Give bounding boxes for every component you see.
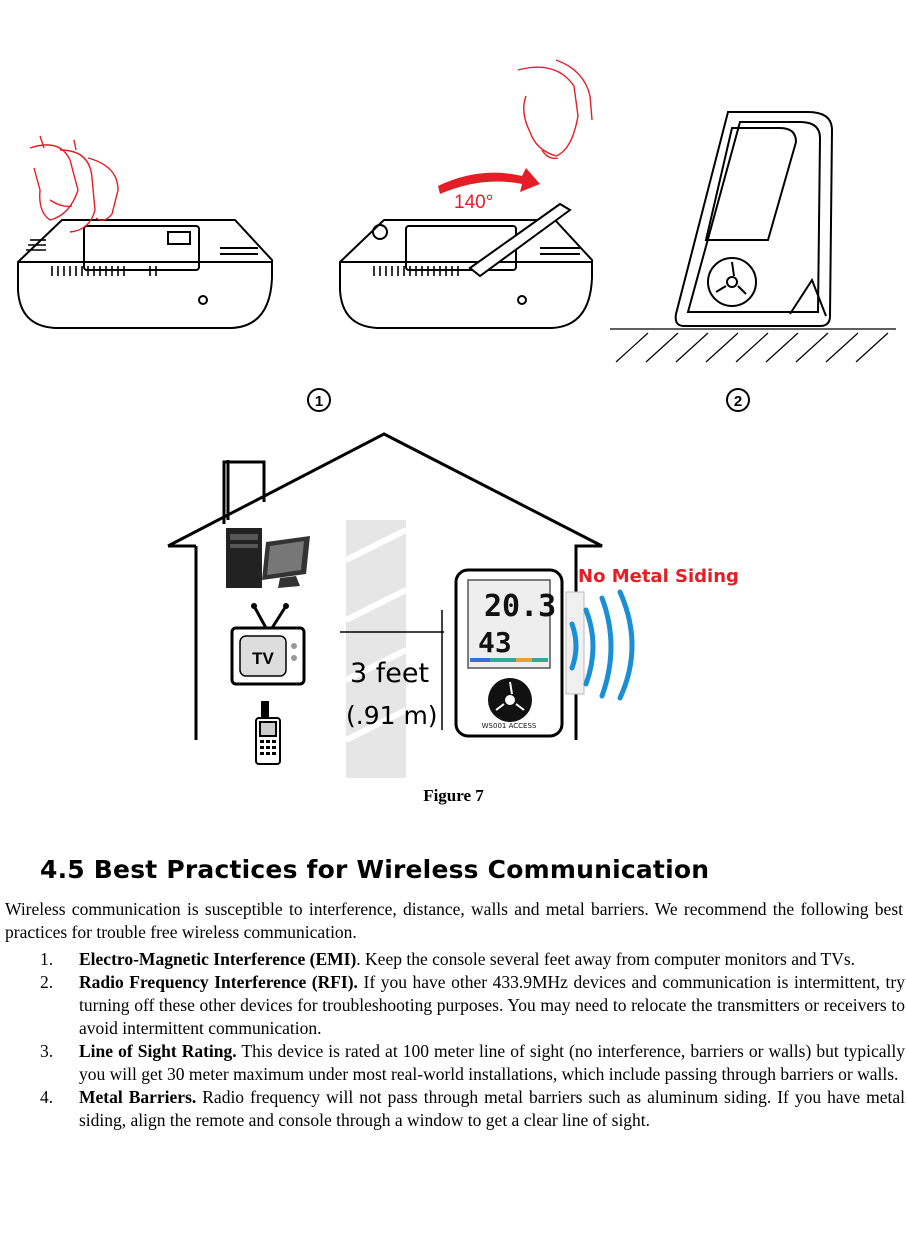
figure-illustration: 140° 1 2: [17, 59, 896, 778]
section-intro: Wireless communication is susceptible to…: [5, 899, 903, 942]
tv-icon: TV: [230, 603, 306, 686]
list-item-text: If you have other 433.9MHz devices and c…: [79, 972, 905, 1038]
svg-text:2: 2: [734, 393, 742, 410]
display-temperature: 20.3: [484, 589, 556, 624]
svg-text:TV: TV: [252, 649, 274, 668]
distance-marker: [340, 610, 444, 730]
list-item-text: Radio frequency will not pass through me…: [79, 1087, 906, 1130]
list-item: 2. Radio Frequency Interference (RFI). If…: [0, 971, 905, 1040]
svg-text:1: 1: [315, 393, 323, 410]
table-surface: [610, 328, 896, 363]
no-metal-siding-label: No Metal Siding: [578, 566, 739, 587]
hand-two-icon: [517, 59, 593, 160]
list-item-term: Electro-Magnetic Interference (EMI): [79, 949, 357, 969]
list-item-number: 1.: [40, 949, 54, 969]
list-item-term: Line of Sight Rating.: [79, 1041, 237, 1061]
interference-band: [346, 520, 406, 778]
rotation-arrow-icon: [438, 168, 540, 194]
step-one-badge: 1: [307, 388, 331, 412]
device-back-opening: [339, 202, 593, 329]
list-item-term: Metal Barriers.: [79, 1087, 197, 1107]
section-heading: 4.5 Best Practices for Wireless Communic…: [40, 855, 710, 884]
device-back-closed: [17, 219, 273, 329]
console-standing: [674, 111, 834, 327]
best-practices-list: 1. Electro-Magnetic Interference (EMI). K…: [0, 948, 905, 1132]
hand-one-icon: [29, 135, 119, 233]
list-item: 3. Line of Sight Rating. This device is r…: [0, 1040, 905, 1086]
display-humidity: 43: [478, 626, 512, 659]
list-item-number: 4.: [40, 1087, 54, 1107]
step-two-badge: 2: [726, 388, 750, 412]
list-item-text: . Keep the console several feet away fro…: [356, 949, 856, 969]
phone-icon: [255, 701, 281, 765]
chimney: [222, 460, 266, 524]
list-item: 1. Electro-Magnetic Interference (EMI). K…: [0, 948, 905, 971]
list-item: 4. Metal Barriers. Radio frequency will n…: [0, 1086, 905, 1132]
distance-feet-label: 3 feet: [350, 658, 429, 689]
computer-icon: [226, 528, 310, 588]
list-item-number: 2.: [40, 972, 54, 992]
console-display: [454, 568, 564, 738]
distance-meters-label: (.91 m): [346, 701, 438, 730]
figure-caption: Figure 7: [423, 786, 484, 805]
list-item-term: Radio Frequency Interference (RFI).: [79, 972, 358, 992]
signal-waves-icon: [569, 589, 635, 701]
list-item-text: This device is rated at 100 meter line o…: [79, 1041, 905, 1084]
list-item-number: 3.: [40, 1041, 54, 1061]
display-footer: WS001 ACCESS: [482, 722, 537, 730]
rotation-angle-label: 140°: [454, 192, 493, 213]
interference-band-stripes: [344, 527, 408, 743]
